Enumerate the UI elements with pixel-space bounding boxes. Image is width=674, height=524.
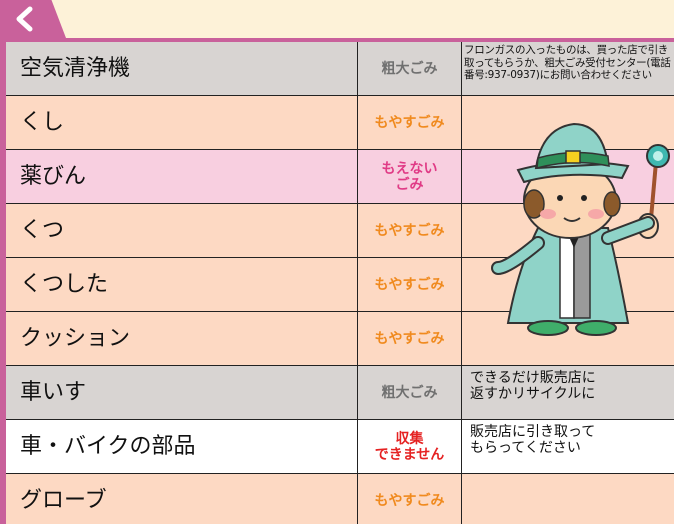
item-name: 空気清浄機: [20, 56, 131, 81]
note-cell: できるだけ販売店に 返すかリサイクルに: [462, 366, 674, 420]
table-row[interactable]: 車いす 粗大ごみ できるだけ販売店に 返すかリサイクルに: [6, 366, 674, 420]
item-name: くし: [20, 110, 65, 135]
chevron-left-icon: [16, 6, 33, 32]
garbage-type-label: 粗大ごみ: [358, 42, 461, 95]
garbage-type-line: ごみ: [395, 176, 424, 193]
garbage-type-cell: もやすごみ: [358, 312, 462, 366]
item-name-cell: グローブ: [6, 474, 358, 524]
garbage-type-cell: もやすごみ: [358, 474, 462, 524]
table-row[interactable]: 車・バイクの部品収集できません販売店に引き取って もらってください: [6, 420, 674, 474]
table-row[interactable]: クッション もやすごみ: [6, 312, 674, 366]
table-row[interactable]: くつ もやすごみ: [6, 204, 674, 258]
garbage-type-line: もやすごみ: [374, 114, 445, 131]
garbage-type-line: 粗大ごみ: [381, 60, 438, 77]
item-name: くつ: [20, 218, 65, 243]
item-name-cell: クッション: [6, 312, 358, 366]
table-row[interactable]: くし もやすごみ: [6, 96, 674, 150]
note-cell: フロンガスの入ったものは、買った店で引き 取ってもらうか、粗大ごみ受付センター(…: [462, 42, 674, 96]
garbage-type-cell: 収集できません: [358, 420, 462, 474]
garbage-type-cell: 粗大ごみ: [358, 366, 462, 420]
table-row[interactable]: 薬びん もえないごみ: [6, 150, 674, 204]
garbage-type-line: できません: [374, 446, 445, 463]
item-name: 車いす: [20, 380, 87, 405]
item-name-cell: 空気清浄機: [6, 42, 358, 96]
garbage-type-line: もやすごみ: [374, 492, 445, 509]
garbage-type-cell: もやすごみ: [358, 96, 462, 150]
item-name: くつした: [20, 272, 109, 297]
garbage-type-label: もやすごみ: [358, 96, 461, 149]
garbage-type-label: もやすごみ: [358, 312, 461, 365]
garbage-type-cell: もやすごみ: [358, 204, 462, 258]
item-name: 薬びん: [20, 164, 87, 189]
item-name-cell: 車・バイクの部品: [6, 420, 358, 474]
garbage-type-cell: 粗大ごみ: [358, 42, 462, 96]
note-text: できるだけ販売店に 返すかリサイクルに: [470, 370, 596, 402]
garbage-type-line: もやすごみ: [374, 330, 445, 347]
item-name: クッション: [20, 326, 131, 351]
item-name-cell: くし: [6, 96, 358, 150]
item-name-cell: 車いす: [6, 366, 358, 420]
garbage-type-label: もやすごみ: [358, 204, 461, 257]
garbage-type-label: もやすごみ: [358, 258, 461, 311]
note-text: 販売店に引き取って もらってください: [470, 424, 596, 456]
note-cell: 販売店に引き取って もらってください: [462, 420, 674, 474]
note-cell: [462, 312, 674, 366]
top-bar: [0, 0, 674, 38]
garbage-table: 空気清浄機粗大ごみフロンガスの入ったものは、買った店で引き 取ってもらうか、粗大…: [0, 38, 674, 524]
item-name-cell: 薬びん: [6, 150, 358, 204]
wizard-mascot-icon: [491, 122, 670, 336]
garbage-type-line: もえない: [381, 160, 438, 177]
item-name: グローブ: [20, 488, 107, 513]
garbage-type-label: 粗大ごみ: [358, 366, 461, 419]
table-row[interactable]: グローブ もやすごみ: [6, 474, 674, 524]
garbage-type-label: もやすごみ: [358, 474, 461, 524]
item-name: 車・バイクの部品: [20, 434, 196, 459]
item-name-cell: くつ: [6, 204, 358, 258]
back-button[interactable]: [0, 0, 66, 38]
item-name-cell: くつした: [6, 258, 358, 312]
garbage-type-cell: もえないごみ: [358, 150, 462, 204]
garbage-type-line: 収集: [395, 430, 424, 447]
table-row[interactable]: 空気清浄機 粗大ごみ フロンガスの入ったものは、買った店で引き 取ってもらうか、粗大…: [6, 42, 674, 96]
note-text: フロンガスの入ったものは、買った店で引き 取ってもらうか、粗大ごみ受付センター(…: [464, 44, 671, 81]
note-cell: [462, 474, 674, 524]
garbage-type-line: もやすごみ: [374, 276, 445, 293]
garbage-type-label: もえないごみ: [358, 150, 461, 203]
garbage-type-cell: もやすごみ: [358, 258, 462, 312]
garbage-type-label: 収集できません: [358, 420, 461, 473]
garbage-type-line: もやすごみ: [374, 222, 445, 239]
garbage-type-line: 粗大ごみ: [381, 384, 438, 401]
